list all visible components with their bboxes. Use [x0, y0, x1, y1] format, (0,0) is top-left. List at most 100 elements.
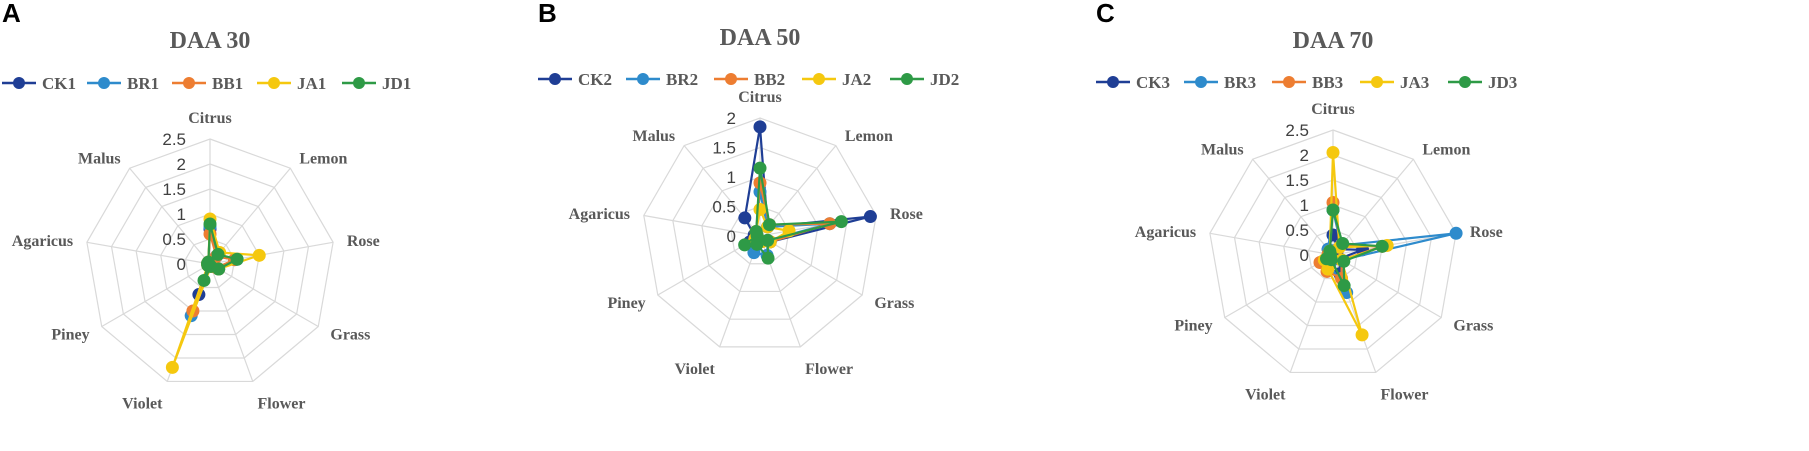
data-point: [761, 251, 775, 265]
radar-grid: [1209, 129, 1457, 374]
panel-letter: C: [1096, 0, 1115, 28]
axis-label-violet: Violet: [122, 396, 163, 413]
data-point: [834, 215, 848, 229]
data-point: [197, 273, 211, 287]
legend-marker: [1283, 76, 1295, 88]
grid-spoke: [759, 235, 863, 296]
grid-spoke: [643, 214, 761, 237]
data-point: [201, 255, 215, 269]
tick-label: 0: [177, 255, 186, 274]
axis-label-agaricus: Agaricus: [12, 233, 73, 250]
axis-label-rose: Rose: [1470, 224, 1503, 241]
legend-label: JD2: [930, 70, 959, 89]
legend-marker: [725, 73, 737, 85]
tick-label: 1.5: [162, 180, 186, 199]
data-point: [1337, 254, 1351, 268]
data-point: [749, 224, 763, 238]
axis-label-flower: Flower: [805, 361, 853, 378]
legend-label: BB1: [212, 74, 243, 93]
axis-label-flower: Flower: [1381, 387, 1429, 404]
grid-spoke: [1252, 158, 1334, 256]
axis-label-piney: Piney: [51, 327, 89, 344]
grid-ring: [1283, 204, 1383, 303]
axis-label-citrus: Citrus: [188, 110, 232, 127]
data-point: [753, 202, 767, 216]
legend-label: CK2: [578, 70, 612, 89]
grid-ring: [672, 146, 848, 320]
grid-ring: [1258, 179, 1408, 327]
tick-label: 1: [727, 168, 736, 187]
legend-label: BR2: [666, 70, 698, 89]
chart-title: DAA 70: [1293, 28, 1374, 54]
grid-ring: [86, 138, 334, 383]
data-point: [1337, 279, 1351, 293]
axis-label-lemon: Lemon: [1422, 142, 1470, 159]
legend-marker: [1371, 76, 1383, 88]
data-point: [753, 161, 767, 175]
data-point: [738, 238, 752, 252]
legend-marker: [637, 73, 649, 85]
axis-label-malus: Malus: [1201, 142, 1244, 159]
legend-marker: [353, 77, 365, 89]
tick-label: 0.5: [712, 198, 736, 217]
tick-label: 0: [1300, 246, 1309, 265]
axis-label-rose: Rose: [347, 233, 380, 250]
axis-label-piney: Piney: [607, 295, 645, 312]
data-point: [1375, 239, 1389, 253]
data-point: [1326, 146, 1340, 159]
grid-ring: [701, 176, 819, 293]
axis-label-citrus: Citrus: [1311, 101, 1355, 118]
grid-spoke: [129, 167, 211, 265]
grid-spoke: [1332, 254, 1442, 319]
grid-spoke: [209, 263, 254, 382]
axis-label-agaricus: Agaricus: [1135, 224, 1196, 241]
axis-label-malus: Malus: [78, 151, 121, 168]
legend-label: BB3: [1312, 73, 1343, 92]
tick-label: 1: [1300, 196, 1309, 215]
data-point: [211, 247, 225, 261]
axis-label-citrus: Citrus: [738, 89, 782, 106]
grid-ring: [135, 188, 285, 336]
axis-label-malus: Malus: [632, 128, 675, 145]
chart-title: DAA 30: [170, 28, 251, 54]
tick-label: 2: [1300, 146, 1309, 165]
grid-spoke: [101, 263, 211, 328]
axis-label-piney: Piney: [1174, 318, 1212, 335]
legend-marker: [268, 77, 280, 89]
data-point: [1323, 244, 1337, 258]
data-point: [1355, 328, 1369, 342]
legend-label: JA1: [297, 74, 326, 93]
tick-label: 2.5: [1285, 121, 1309, 140]
axis-label-lemon: Lemon: [299, 151, 347, 168]
axis-label-grass: Grass: [874, 295, 914, 312]
grid-spoke: [86, 241, 211, 265]
axis-label-lemon: Lemon: [845, 128, 893, 145]
legend-label: CK1: [42, 74, 76, 93]
grid-spoke: [1209, 232, 1334, 256]
grid-ring: [643, 117, 877, 348]
data-point: [252, 248, 266, 262]
axis-label-rose: Rose: [890, 206, 923, 223]
legend-marker: [1107, 76, 1119, 88]
legend-marker: [183, 77, 195, 89]
legend-label: JA2: [842, 70, 871, 89]
series-jd2: [738, 161, 848, 265]
legend-marker: [901, 73, 913, 85]
legend-marker: [549, 73, 561, 85]
data-point: [1326, 203, 1340, 217]
legend-marker: [13, 77, 25, 89]
axis-label-grass: Grass: [1453, 318, 1493, 335]
legend-label: BR3: [1224, 73, 1256, 92]
grid-spoke: [1332, 232, 1457, 256]
legend-marker: [813, 73, 825, 85]
tick-label: 2: [177, 155, 186, 174]
grid-spoke: [209, 263, 319, 328]
data-point: [753, 120, 767, 134]
series-jd3: [1320, 203, 1389, 293]
tick-label: 2: [727, 109, 736, 128]
